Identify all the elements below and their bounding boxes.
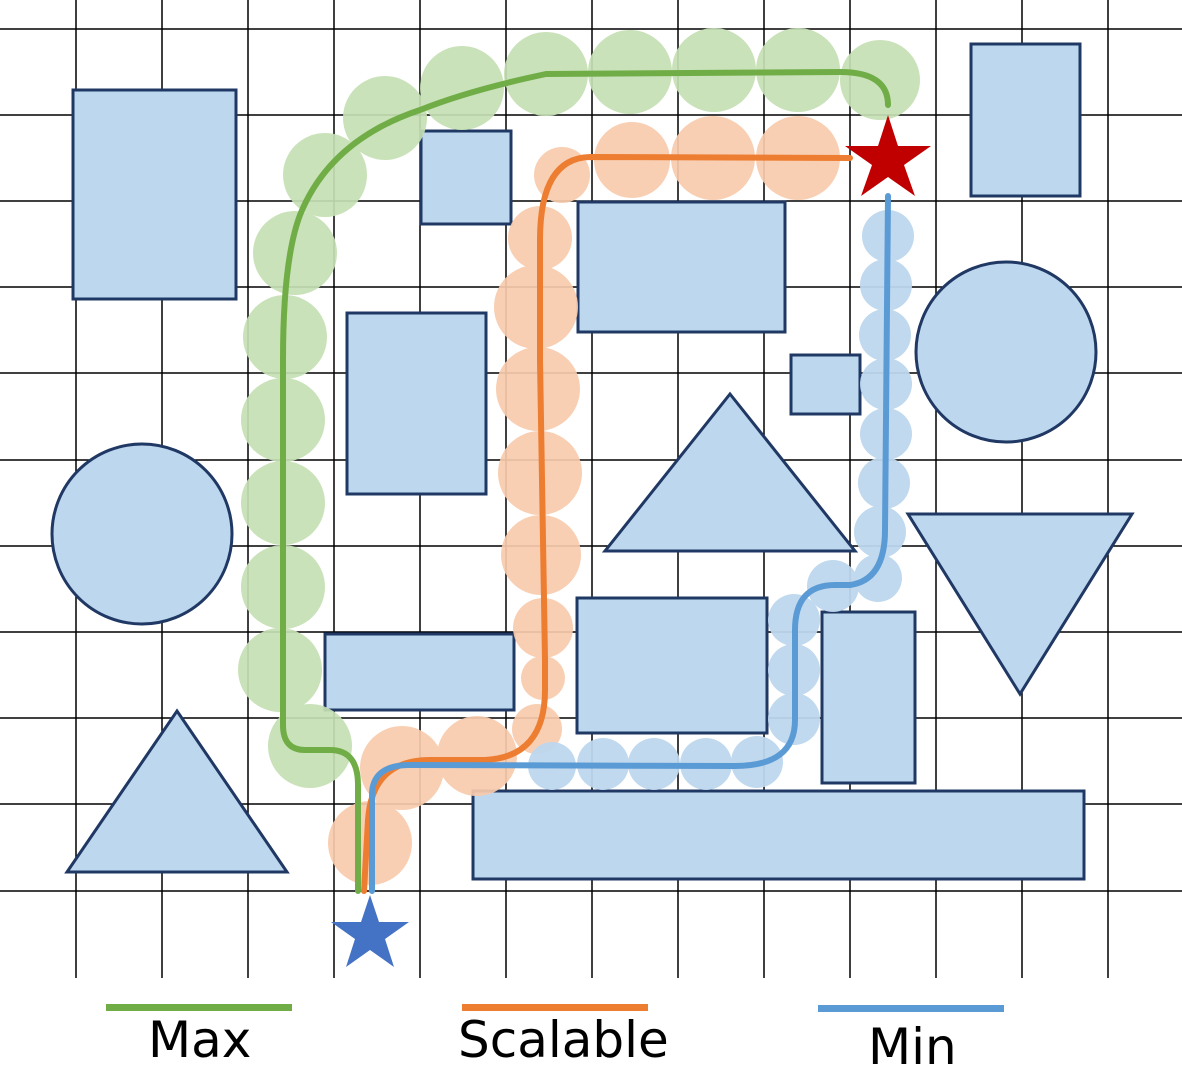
max-path-line [280, 69, 891, 894]
obstacle-rect [575, 596, 769, 735]
legend-min-line [818, 1005, 1004, 1012]
obstacle-rect [323, 632, 516, 712]
start-star-icon [331, 895, 409, 967]
obstacle-rect [820, 610, 917, 785]
obstacle-rect [969, 42, 1082, 198]
scalable-path-line [361, 154, 853, 894]
legend-max-line [106, 1004, 292, 1011]
legend-scalable-label: Scalable [458, 1011, 669, 1069]
obstacle-rect [789, 353, 862, 416]
obstacle-triangle [64, 708, 290, 874]
obstacle-rect [576, 200, 787, 334]
obstacle-rect [345, 311, 488, 496]
obstacle-circle [50, 442, 234, 626]
obstacle-rect [71, 88, 238, 301]
min-path-line [369, 193, 891, 894]
obstacles [50, 42, 1135, 881]
obstacle-triangle [905, 512, 1135, 697]
goal-star-icon [845, 115, 931, 196]
legend-max-label: Max [148, 1011, 252, 1069]
obstacle-circle [914, 260, 1098, 444]
obstacle-rect [419, 129, 513, 226]
legend-scalable-line [462, 1004, 648, 1011]
legend-min-label: Min [868, 1018, 957, 1076]
obstacle-triangle [601, 391, 859, 553]
obstacle-rect [471, 789, 1086, 881]
